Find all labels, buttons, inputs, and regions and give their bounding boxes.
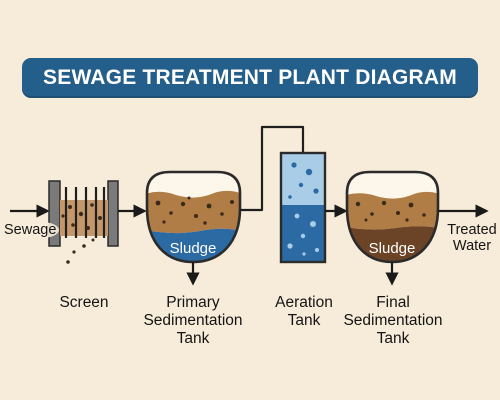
primary-tank-outline xyxy=(145,170,242,264)
primary-particles xyxy=(155,196,234,225)
primary-sludge-label: Sludge xyxy=(169,240,217,257)
aeration-caption-line2: Tank xyxy=(287,312,321,329)
pipe-primary-to-aeration xyxy=(240,125,305,212)
aeration-caption-line1: Aeration xyxy=(275,294,333,311)
primary-sedimentation-tank xyxy=(145,170,242,286)
aeration-tank-outline xyxy=(279,151,327,264)
final-sludge-label: Sludge xyxy=(368,240,416,257)
final-tank-outline xyxy=(345,170,440,264)
final-caption-line2: Sedimentation xyxy=(343,312,443,329)
screen-debris-particles xyxy=(61,203,102,264)
title-banner: SEWAGE TREATMENT PLANT DIAGRAM xyxy=(22,58,478,98)
final-caption-line1: Final xyxy=(376,294,410,311)
screen-caption: Screen xyxy=(59,294,109,311)
aeration-bubbles xyxy=(287,162,319,256)
primary-sewage-layer xyxy=(147,190,240,234)
primary-caption-line2: Sedimentation xyxy=(143,312,243,329)
screen-unit xyxy=(25,180,119,264)
aeration-bottom-water xyxy=(281,205,325,262)
final-particles xyxy=(355,200,426,222)
final-sedimentation-tank xyxy=(345,170,440,286)
primary-caption-line3: Tank xyxy=(176,330,210,347)
screen-bars xyxy=(64,187,106,238)
sewage-input-label: Sewage xyxy=(4,222,57,238)
treated-water-label-line1: Treated xyxy=(447,222,497,238)
aeration-tank xyxy=(279,151,327,264)
final-caption-line3: Tank xyxy=(376,330,410,347)
screen-frame-right xyxy=(107,180,119,247)
treated-water-label-line2: Water xyxy=(452,238,492,254)
aeration-top-water xyxy=(281,153,325,205)
sewage-label-bubble xyxy=(25,222,59,238)
primary-caption-line1: Primary xyxy=(166,294,220,311)
